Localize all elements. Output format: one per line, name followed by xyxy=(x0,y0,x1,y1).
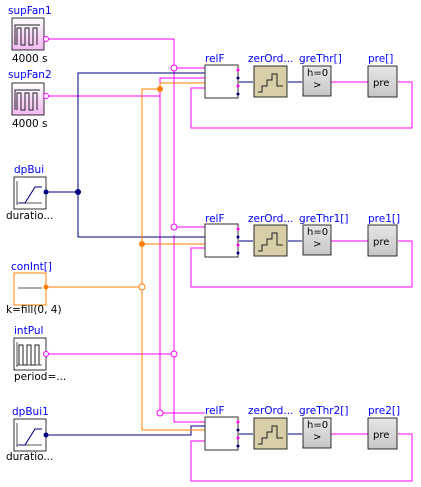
block-pre-2-symbol: pre xyxy=(373,430,389,441)
block-supFan1[interactable]: supFan1 4000 s xyxy=(8,5,52,65)
wire-conInt-relF2 xyxy=(141,287,205,431)
row-2: relF zerOrd... greThr2[] h=0 > pre2[] pr… xyxy=(204,405,400,451)
block-greThr-0-name: greThr[] xyxy=(299,53,342,65)
block-relF-1-name: relF xyxy=(205,213,225,225)
block-pre-2-name: pre2[] xyxy=(368,405,400,417)
wire-supFan1-relF1 xyxy=(173,68,205,228)
feedback-row1 xyxy=(190,240,413,288)
boolean-wires xyxy=(46,38,413,482)
wire-supFan2-relF0 xyxy=(46,77,205,97)
real-wires xyxy=(46,72,302,436)
junction-dot xyxy=(170,350,178,358)
block-supFan1-param: 4000 s xyxy=(12,53,48,65)
block-greThr-1[interactable]: greThr1[] h=0 > xyxy=(299,213,348,256)
output-port[interactable] xyxy=(43,284,49,290)
block-dpBui-name: dpBui xyxy=(14,164,44,176)
block-pre-1-name: pre1[] xyxy=(368,213,400,225)
wire-dpBui-relF1 xyxy=(77,192,205,238)
junction-dot xyxy=(138,283,146,291)
wire-junctions xyxy=(75,64,178,417)
block-greThr-0-symbol: > xyxy=(313,80,321,91)
row-1: relF zerOrd... greThr1[] h=0 > pre1[] pr… xyxy=(204,213,400,258)
block-intPul-name: intPul xyxy=(14,325,43,337)
block-dpBui1[interactable]: dpBui1 duratio... xyxy=(6,406,53,463)
block-intPul[interactable]: intPul period=... xyxy=(13,325,66,383)
block-intPul-param: period=... xyxy=(14,371,66,383)
block-relF-2-name: relF xyxy=(205,405,225,417)
junction-dot xyxy=(157,86,163,92)
wire-intPul-relF2 xyxy=(46,353,205,423)
output-port[interactable] xyxy=(43,351,49,357)
block-greThr-1-param: h=0 xyxy=(307,227,328,238)
block-dpBui1-name: dpBui1 xyxy=(12,406,49,418)
block-conInt-param: k=fill(0, 4) xyxy=(6,304,62,316)
block-supFan1-name: supFan1 xyxy=(8,5,52,17)
wire-conInt-relF1 xyxy=(46,243,205,288)
feedback-row2 xyxy=(190,433,413,482)
block-pre-1[interactable]: pre1[] pre xyxy=(367,213,400,257)
junction-dot xyxy=(156,409,164,417)
block-dpBui[interactable]: dpBui duratio... xyxy=(6,164,53,222)
output-port[interactable] xyxy=(43,432,49,438)
block-relF-2[interactable]: relF xyxy=(204,405,240,451)
wire-dpBui-relF0 xyxy=(46,72,205,193)
junction-dot xyxy=(75,189,81,195)
block-greThr-2[interactable]: greThr2[] h=0 > xyxy=(299,405,348,449)
junction-dot xyxy=(170,64,178,72)
wire-supFan1-relF0 xyxy=(46,38,205,69)
row-0: relF zerOrd... greThr[] h=0 > pre[] pre xyxy=(204,53,398,99)
block-greThr-2-param: h=0 xyxy=(307,420,328,431)
block-greThr-2-name: greThr2[] xyxy=(299,405,348,417)
block-supFan2-name: supFan2 xyxy=(8,69,52,81)
output-port[interactable] xyxy=(43,36,49,42)
block-pre-2[interactable]: pre2[] pre xyxy=(367,405,400,450)
block-zerOrd-2-name: zerOrd... xyxy=(248,405,293,417)
block-greThr-0[interactable]: greThr[] h=0 > xyxy=(299,53,342,97)
block-conInt-name: conInt[] xyxy=(11,261,52,273)
block-relF-0[interactable]: relF xyxy=(204,53,240,99)
block-greThr-1-name: greThr1[] xyxy=(299,213,348,225)
block-greThr-0-param: h=0 xyxy=(307,68,328,79)
block-zerOrd-0[interactable]: zerOrd... xyxy=(248,53,293,98)
block-supFan2-param: 4000 s xyxy=(12,118,48,130)
block-greThr-1-symbol: > xyxy=(313,239,321,250)
block-pre-0-symbol: pre xyxy=(373,78,389,89)
block-supFan2[interactable]: supFan2 4000 s xyxy=(8,69,52,130)
block-greThr-2-symbol: > xyxy=(313,432,321,443)
block-pre-1-symbol: pre xyxy=(373,237,389,248)
block-zerOrd-0-name: zerOrd... xyxy=(248,53,293,65)
block-pre-0[interactable]: pre[] pre xyxy=(367,53,398,98)
block-relF-0-name: relF xyxy=(205,53,225,65)
output-port[interactable] xyxy=(43,189,49,195)
integer-wires xyxy=(46,82,205,431)
block-zerOrd-2[interactable]: zerOrd... xyxy=(248,405,293,450)
block-conInt[interactable]: conInt[] k=fill(0, 4) xyxy=(6,261,62,316)
output-port[interactable] xyxy=(43,93,49,99)
block-zerOrd-1-name: zerOrd... xyxy=(248,213,293,225)
block-dpBui1-param: duratio... xyxy=(6,451,53,463)
block-dpBui-param: duratio... xyxy=(6,210,53,222)
block-pre-0-name: pre[] xyxy=(368,53,393,65)
block-relF-1[interactable]: relF xyxy=(204,213,240,258)
junction-dot xyxy=(170,223,178,231)
block-zerOrd-1[interactable]: zerOrd... xyxy=(248,213,293,257)
junction-dot xyxy=(139,241,145,247)
wire-supFan2-relF2 xyxy=(159,96,205,414)
feedback-row0 xyxy=(190,81,413,129)
